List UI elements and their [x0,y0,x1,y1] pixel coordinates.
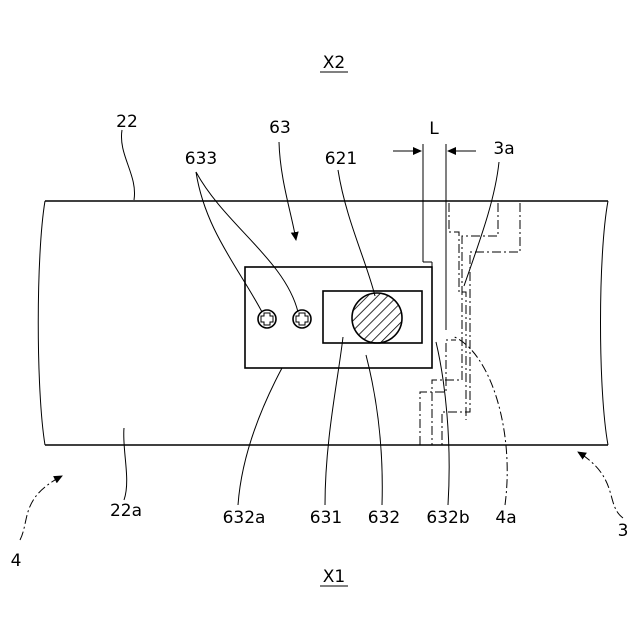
leader-632a [238,368,282,505]
leader-632b [436,342,449,505]
outline-3a [442,203,520,445]
label-3a: 3a [493,139,514,159]
direction-label-x1: X1 [323,567,345,587]
leader-22 [121,130,134,200]
leader-4a [452,336,507,505]
leader-22a [124,428,127,500]
leader-4 [20,476,62,540]
leader-632 [366,355,382,505]
label-632a: 632a [223,508,266,528]
leader-3a [464,162,499,286]
label-631: 631 [310,508,342,528]
pin-621 [352,293,402,343]
frame-left-break-line [38,201,45,445]
label-621: 621 [325,149,357,169]
label-dimension-l: L [429,119,439,139]
label-632b: 632b [426,508,469,528]
leader-621 [338,170,375,296]
label-22a: 22a [110,501,142,521]
outline-4a-inner [432,203,498,445]
label-63: 63 [269,118,291,138]
leader-633-b [196,172,298,312]
leader-3 [578,452,623,518]
label-4: 4 [11,551,22,571]
label-4a: 4a [495,508,516,528]
label-22: 22 [116,112,138,132]
label-633: 633 [185,149,217,169]
leader-631 [325,337,343,505]
label-3: 3 [618,521,629,541]
screw-633-left [258,310,276,328]
direction-label-x2: X2 [323,53,345,73]
label-632: 632 [368,508,400,528]
screw-633-right [293,310,311,328]
leader-63 [279,142,296,240]
frame-right-break-line [601,201,609,445]
